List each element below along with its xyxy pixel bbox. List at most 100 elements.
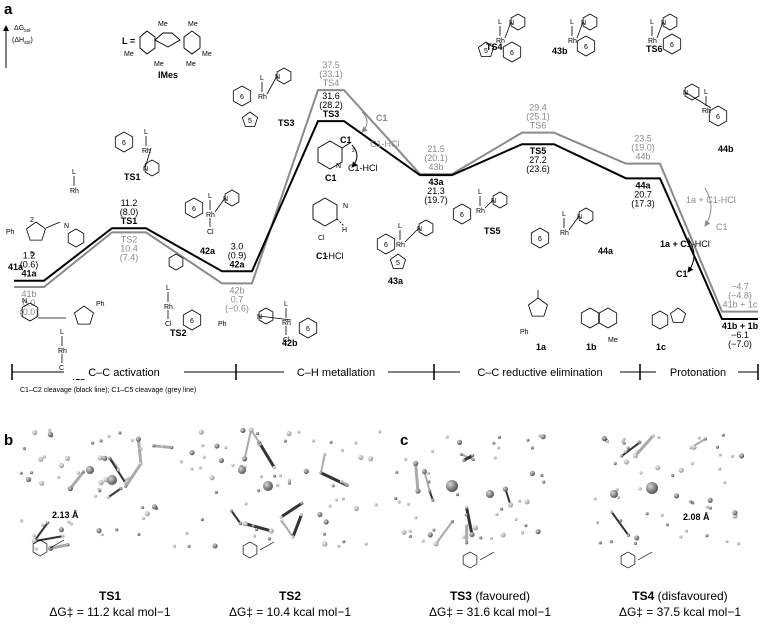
model-atom [172, 544, 177, 548]
model-atom [34, 547, 38, 551]
model-atom [40, 523, 45, 527]
model-atom [613, 461, 617, 466]
model-atom [187, 544, 191, 548]
model-atom [529, 470, 535, 477]
model-atom [404, 457, 408, 461]
rh-atom: Rh [282, 320, 291, 327]
ligand-label: L = [122, 36, 135, 46]
dh-TS6: (25.1) [526, 112, 550, 122]
model-atom [691, 444, 697, 450]
model-atom [433, 541, 439, 547]
model-atom [651, 434, 655, 438]
label-44b: 23.5(19.0)44b [631, 134, 655, 162]
model-atom [431, 498, 435, 502]
l-ligand: L [144, 129, 148, 136]
dg-41a: 1.2 [23, 251, 36, 261]
model-atom [493, 456, 497, 460]
model-bond [107, 487, 122, 499]
model-atom [144, 511, 150, 517]
model-atom [317, 511, 323, 518]
model-atom [201, 443, 205, 448]
reagent-c1hcl-grey: C1-HCl [370, 139, 400, 149]
model-atom [540, 434, 546, 440]
model-atom [202, 455, 206, 459]
rh-n-bond [504, 21, 512, 39]
ring-number-6: 6 [716, 114, 720, 121]
model-atom [115, 528, 119, 532]
model-atom [471, 453, 475, 458]
model-atom [626, 446, 630, 450]
panel-label-b: b [4, 432, 13, 449]
pyridine-ring [662, 13, 678, 31]
rh-atom: Rh [476, 208, 485, 215]
dh-TS3: (28.2) [319, 100, 343, 110]
l-ligand: L [60, 329, 64, 336]
reagent-c1-black: C1 [340, 135, 352, 145]
captions: TS1 ΔG‡ = 11.2 kcal mol−1 TS2 ΔG‡ = 10.4… [49, 589, 741, 619]
name-42a: 42a [229, 259, 245, 269]
model-atom [214, 443, 220, 449]
dh-TS1: (8.0) [120, 207, 139, 217]
model-atom [665, 523, 669, 527]
rh-atom: Rh [560, 230, 569, 237]
model-atom [160, 444, 164, 448]
l-ligand: L [208, 193, 212, 200]
model-atom [323, 519, 329, 525]
model-atom [267, 537, 272, 541]
model-atom [218, 457, 225, 464]
mini-ring [620, 551, 636, 569]
model-atom [108, 456, 112, 460]
model-atom [124, 477, 128, 481]
dh-43b: (20.1) [424, 153, 448, 163]
model-atom [690, 461, 694, 466]
model-atom [38, 456, 44, 462]
cl-atom: Cl [283, 337, 290, 344]
ring-number-6: 6 [538, 236, 542, 243]
model-atom [224, 446, 228, 450]
model-metal-atom [238, 466, 246, 474]
1b-ring1 [580, 307, 600, 329]
name-TS2: TS2 [121, 234, 138, 244]
model-atom [632, 453, 639, 459]
structures: Ph25NRhL41aRhLN6TS1RhLClN642aNPhRhLCl41b… [6, 13, 734, 382]
model-atom [462, 535, 466, 539]
model-atom [427, 532, 433, 538]
six-ring [708, 105, 728, 127]
n-atom: N [581, 20, 586, 27]
name-43b: 43b [428, 162, 443, 172]
model-atom [354, 441, 358, 445]
model-atom [259, 474, 264, 479]
model-atom [495, 512, 499, 517]
model-atom [209, 475, 215, 481]
y-axis-dh-end: ) [30, 37, 32, 44]
dg-43a: 21.3 [427, 186, 445, 196]
41a-name: 41a [8, 262, 24, 272]
structure-label: TS6 [646, 44, 663, 54]
model-atom [29, 471, 34, 475]
dh-TS5: (23.6) [526, 164, 550, 174]
model-atom [499, 507, 504, 511]
model-metal-atom [86, 466, 94, 474]
41a-n: N [64, 223, 69, 230]
mini-ts4 [620, 551, 653, 569]
model-atom [323, 452, 327, 456]
model-atom [276, 483, 280, 487]
dg-42a: 3.0 [231, 241, 244, 251]
label-TS1: 11.2(8.0)TS1 [120, 198, 139, 226]
dg-44b: 23.5 [634, 134, 652, 144]
model-atom [283, 439, 287, 443]
model-atom [705, 505, 709, 509]
model-atom [542, 480, 546, 484]
l-ligand: L [260, 75, 264, 82]
structure-label: TS5 [484, 226, 501, 236]
molecular-models [19, 427, 745, 569]
l-ligand: L [398, 223, 402, 230]
dh-41a: (0.6) [20, 260, 39, 270]
model-atom [190, 467, 194, 471]
model-atom [723, 480, 727, 485]
mini-ring [462, 551, 478, 569]
model-atom [497, 435, 502, 439]
model-atom [255, 431, 260, 436]
model-bond [136, 439, 143, 464]
